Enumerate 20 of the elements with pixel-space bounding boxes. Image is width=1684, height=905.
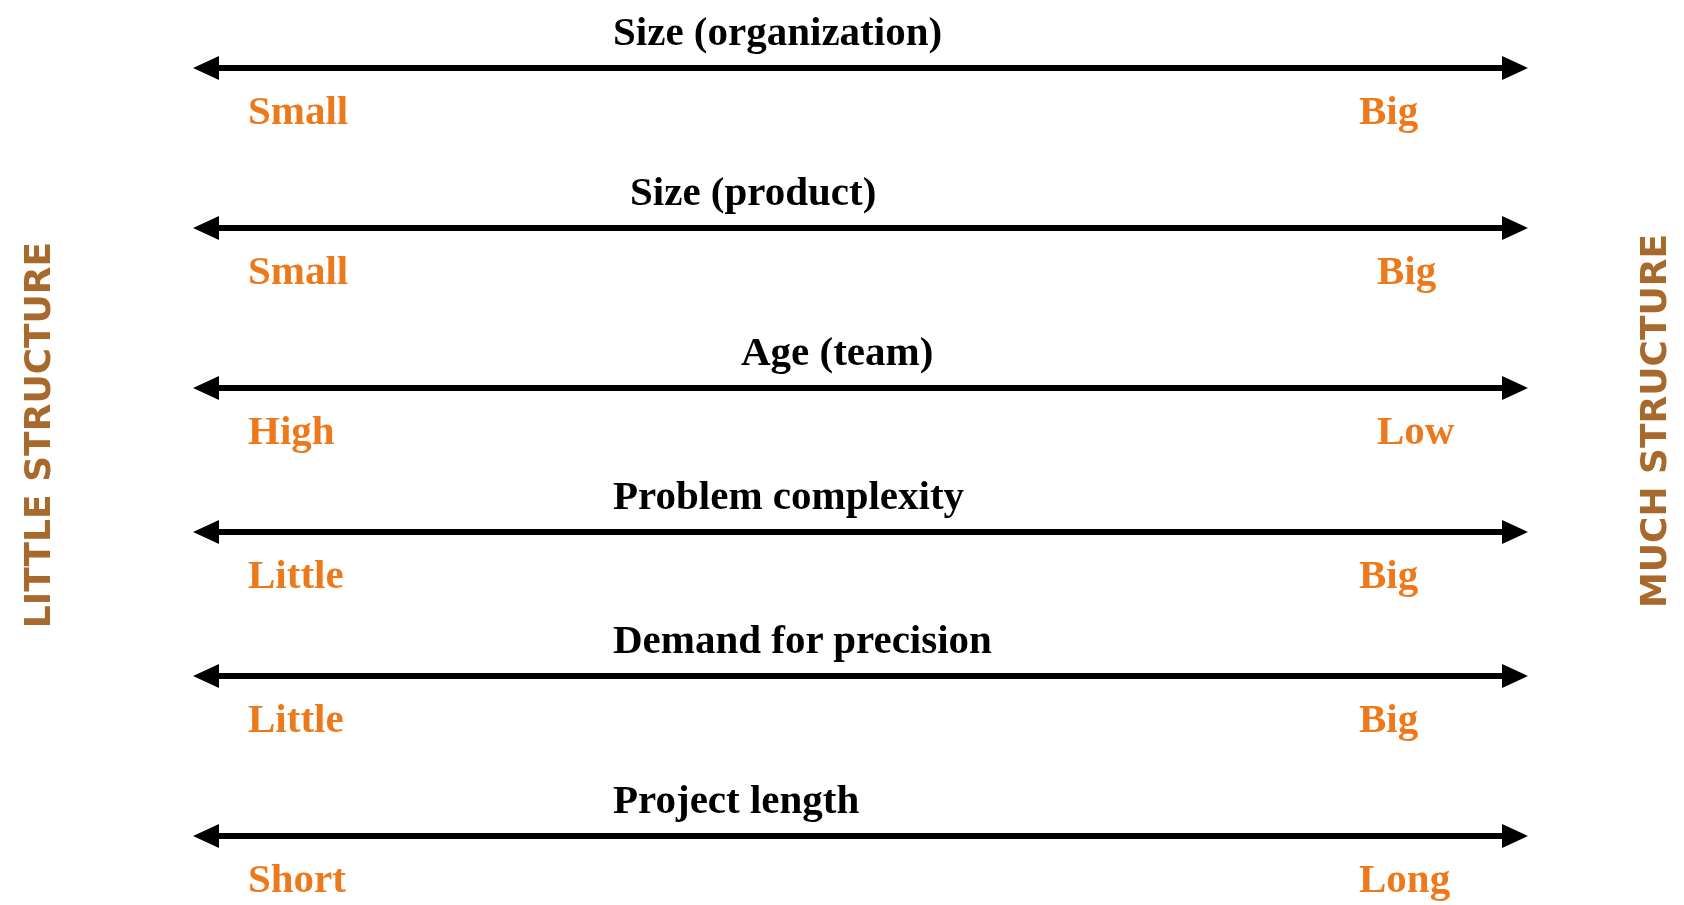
scale-title: Project length bbox=[613, 778, 860, 820]
scale-end-label: Little bbox=[248, 553, 344, 595]
scale-end-label: Little bbox=[248, 697, 344, 739]
scale-end-label: Short bbox=[248, 857, 346, 899]
scale-end-label: Long bbox=[1359, 857, 1451, 899]
scale-end-label: Low bbox=[1377, 409, 1455, 451]
scale-title: Problem complexity bbox=[613, 474, 965, 516]
scale-title: Size (product) bbox=[630, 170, 877, 212]
scale-end-label: Big bbox=[1359, 89, 1419, 131]
scale-end-label: Big bbox=[1359, 697, 1419, 739]
scale-end-label: Small bbox=[248, 89, 349, 131]
scale-title: Age (team) bbox=[741, 330, 934, 372]
scale-end-label: High bbox=[248, 409, 335, 451]
side-label: LITTLE STRUCTURE bbox=[20, 241, 56, 629]
side-label: MUCH STRUCTURE bbox=[1636, 233, 1672, 609]
scale-end-label: Small bbox=[248, 249, 349, 291]
scale-title: Size (organization) bbox=[613, 10, 943, 52]
scale-end-label: Big bbox=[1359, 553, 1419, 595]
scale-end-label: Big bbox=[1377, 249, 1437, 291]
scale-title: Demand for precision bbox=[613, 618, 992, 660]
